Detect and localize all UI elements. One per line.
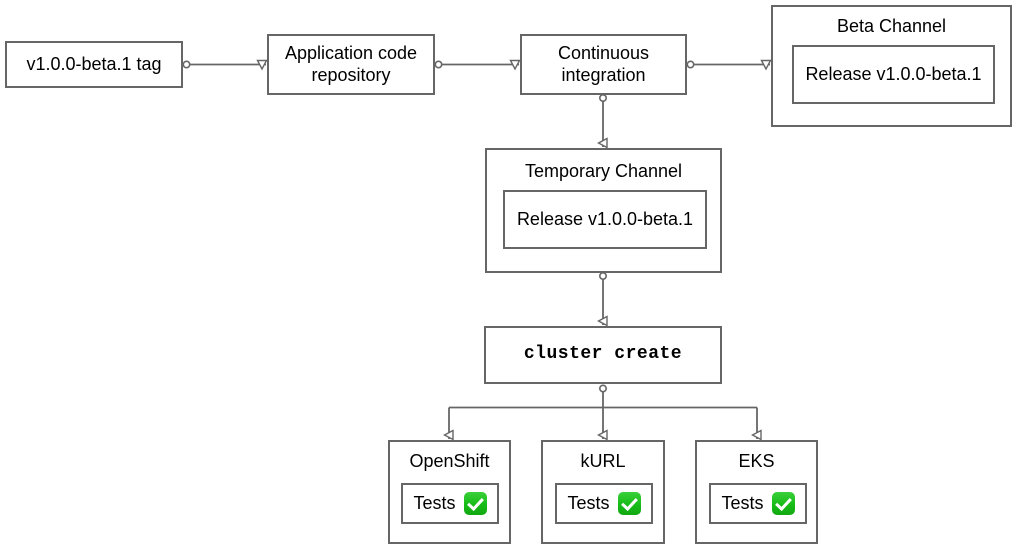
node-openshift-title: OpenShift <box>409 451 490 471</box>
node-kurl-title: kURL <box>580 451 626 471</box>
edge-repo-to-ci <box>434 61 519 67</box>
node-beta-channel-release-label: Release v1.0.0-beta.1 <box>805 63 982 84</box>
node-continuous-integration-label: Continuous integration <box>557 42 650 85</box>
edge-ci-to-beta-channel <box>686 61 770 67</box>
node-eks-tests[interactable]: Tests <box>709 483 807 524</box>
node-openshift-tests-label: Tests <box>413 492 456 513</box>
node-temporary-channel-release-label: Release v1.0.0-beta.1 <box>516 208 694 229</box>
node-eks-tests-label: Tests <box>721 492 764 513</box>
node-temporary-channel-title: Temporary Channel <box>524 161 683 181</box>
node-openshift[interactable]: OpenShift Tests <box>388 440 511 544</box>
node-kurl-tests-label: Tests <box>567 492 610 513</box>
node-temporary-channel[interactable]: Temporary Channel Release v1.0.0-beta.1 <box>485 148 722 273</box>
node-continuous-integration[interactable]: Continuous integration <box>520 34 687 95</box>
edge-tag-to-repo <box>182 61 266 67</box>
green-check-icon <box>463 492 487 515</box>
node-version-tag[interactable]: v1.0.0-beta.1 tag <box>5 41 183 88</box>
edge-temporary-channel-to-cluster-create <box>600 271 606 325</box>
node-openshift-tests[interactable]: Tests <box>401 483 499 524</box>
green-check-icon <box>617 492 641 515</box>
green-check-icon <box>771 492 795 515</box>
node-temporary-channel-release[interactable]: Release v1.0.0-beta.1 <box>503 190 707 249</box>
node-kurl-tests[interactable]: Tests <box>555 483 653 524</box>
node-application-code-repository-label: Application code repository <box>284 42 418 85</box>
node-eks[interactable]: EKS Tests <box>695 440 818 544</box>
node-kurl[interactable]: kURL Tests <box>541 440 665 544</box>
node-cluster-create[interactable]: cluster create <box>484 326 722 384</box>
node-beta-channel[interactable]: Beta Channel Release v1.0.0-beta.1 <box>771 5 1012 127</box>
node-application-code-repository[interactable]: Application code repository <box>267 34 435 95</box>
node-beta-channel-title: Beta Channel <box>836 16 947 36</box>
edge-cluster-create-branches <box>449 384 757 439</box>
edge-ci-to-temporary-channel <box>600 94 606 147</box>
node-cluster-create-label: cluster create <box>523 344 683 365</box>
node-version-tag-label: v1.0.0-beta.1 tag <box>26 53 162 74</box>
node-eks-title: EKS <box>738 451 775 471</box>
node-beta-channel-release[interactable]: Release v1.0.0-beta.1 <box>792 45 995 104</box>
